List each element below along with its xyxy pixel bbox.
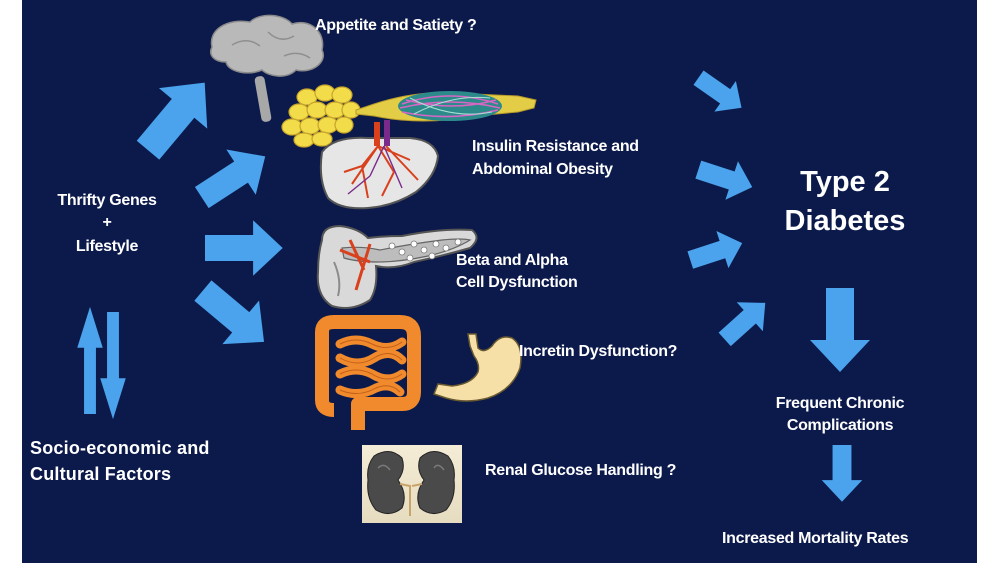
label-lifestyle: Lifestyle [75, 238, 139, 255]
diagram-slide: Appetite and Satiety ? Insulin Resistanc… [22, 0, 977, 563]
arrow-complications-to-mortality [821, 444, 863, 502]
label-appetite-satiety: Appetite and Satiety ? [315, 17, 477, 34]
label-complications: Complications [786, 417, 894, 434]
label-diabetes: Diabetes [784, 205, 906, 237]
pancreas-icon [316, 224, 478, 309]
arrow-down-socio [100, 312, 126, 420]
arrow-genes-to-intestine [194, 280, 265, 345]
arrow-diabetes-to-complications [810, 288, 870, 372]
label-type-2: Type 2 [800, 166, 890, 198]
diagram-artwork [77, 14, 870, 523]
label-insulin-resistance-line2: Abdominal Obesity [472, 161, 613, 178]
label-socio-economic: Socio-economic and [30, 438, 210, 458]
kidneys-icon [362, 445, 462, 523]
arrow-genes-to-liver [194, 149, 266, 209]
arrow-genes-to-pancreas [205, 220, 283, 276]
label-insulin-resistance-line1: Insulin Resistance and [472, 138, 639, 155]
label-increased-mortality: Increased Mortality Rates [722, 530, 909, 547]
brain-icon [210, 14, 325, 122]
label-cultural-factors: Cultural Factors [30, 464, 172, 484]
label-renal-glucose: Renal Glucose Handling ? [485, 462, 677, 479]
arrow-beta-to-diabetes [687, 231, 743, 269]
label-beta-alpha-line1: Beta and Alpha [456, 252, 568, 269]
stomach-icon [433, 333, 522, 402]
label-frequent-chronic: Frequent Chronic [775, 395, 905, 412]
label-plus: + [102, 214, 112, 231]
arrow-up-socio [77, 306, 103, 414]
arrow-brain-to-diabetes [693, 70, 742, 112]
label-thrifty-genes: Thrifty Genes [57, 192, 157, 209]
intestine-icon [315, 315, 421, 430]
liver-icon [319, 120, 440, 210]
arrow-insulin-to-diabetes [695, 160, 753, 200]
label-beta-alpha-line2: Cell Dysfunction [456, 274, 578, 291]
muscle-icon [355, 91, 537, 122]
label-incretin-dysfunction: Incretin Dysfunction? [519, 343, 678, 360]
arrow-genes-to-brain [136, 82, 208, 160]
arrow-incretin-to-diabetes [718, 302, 766, 347]
